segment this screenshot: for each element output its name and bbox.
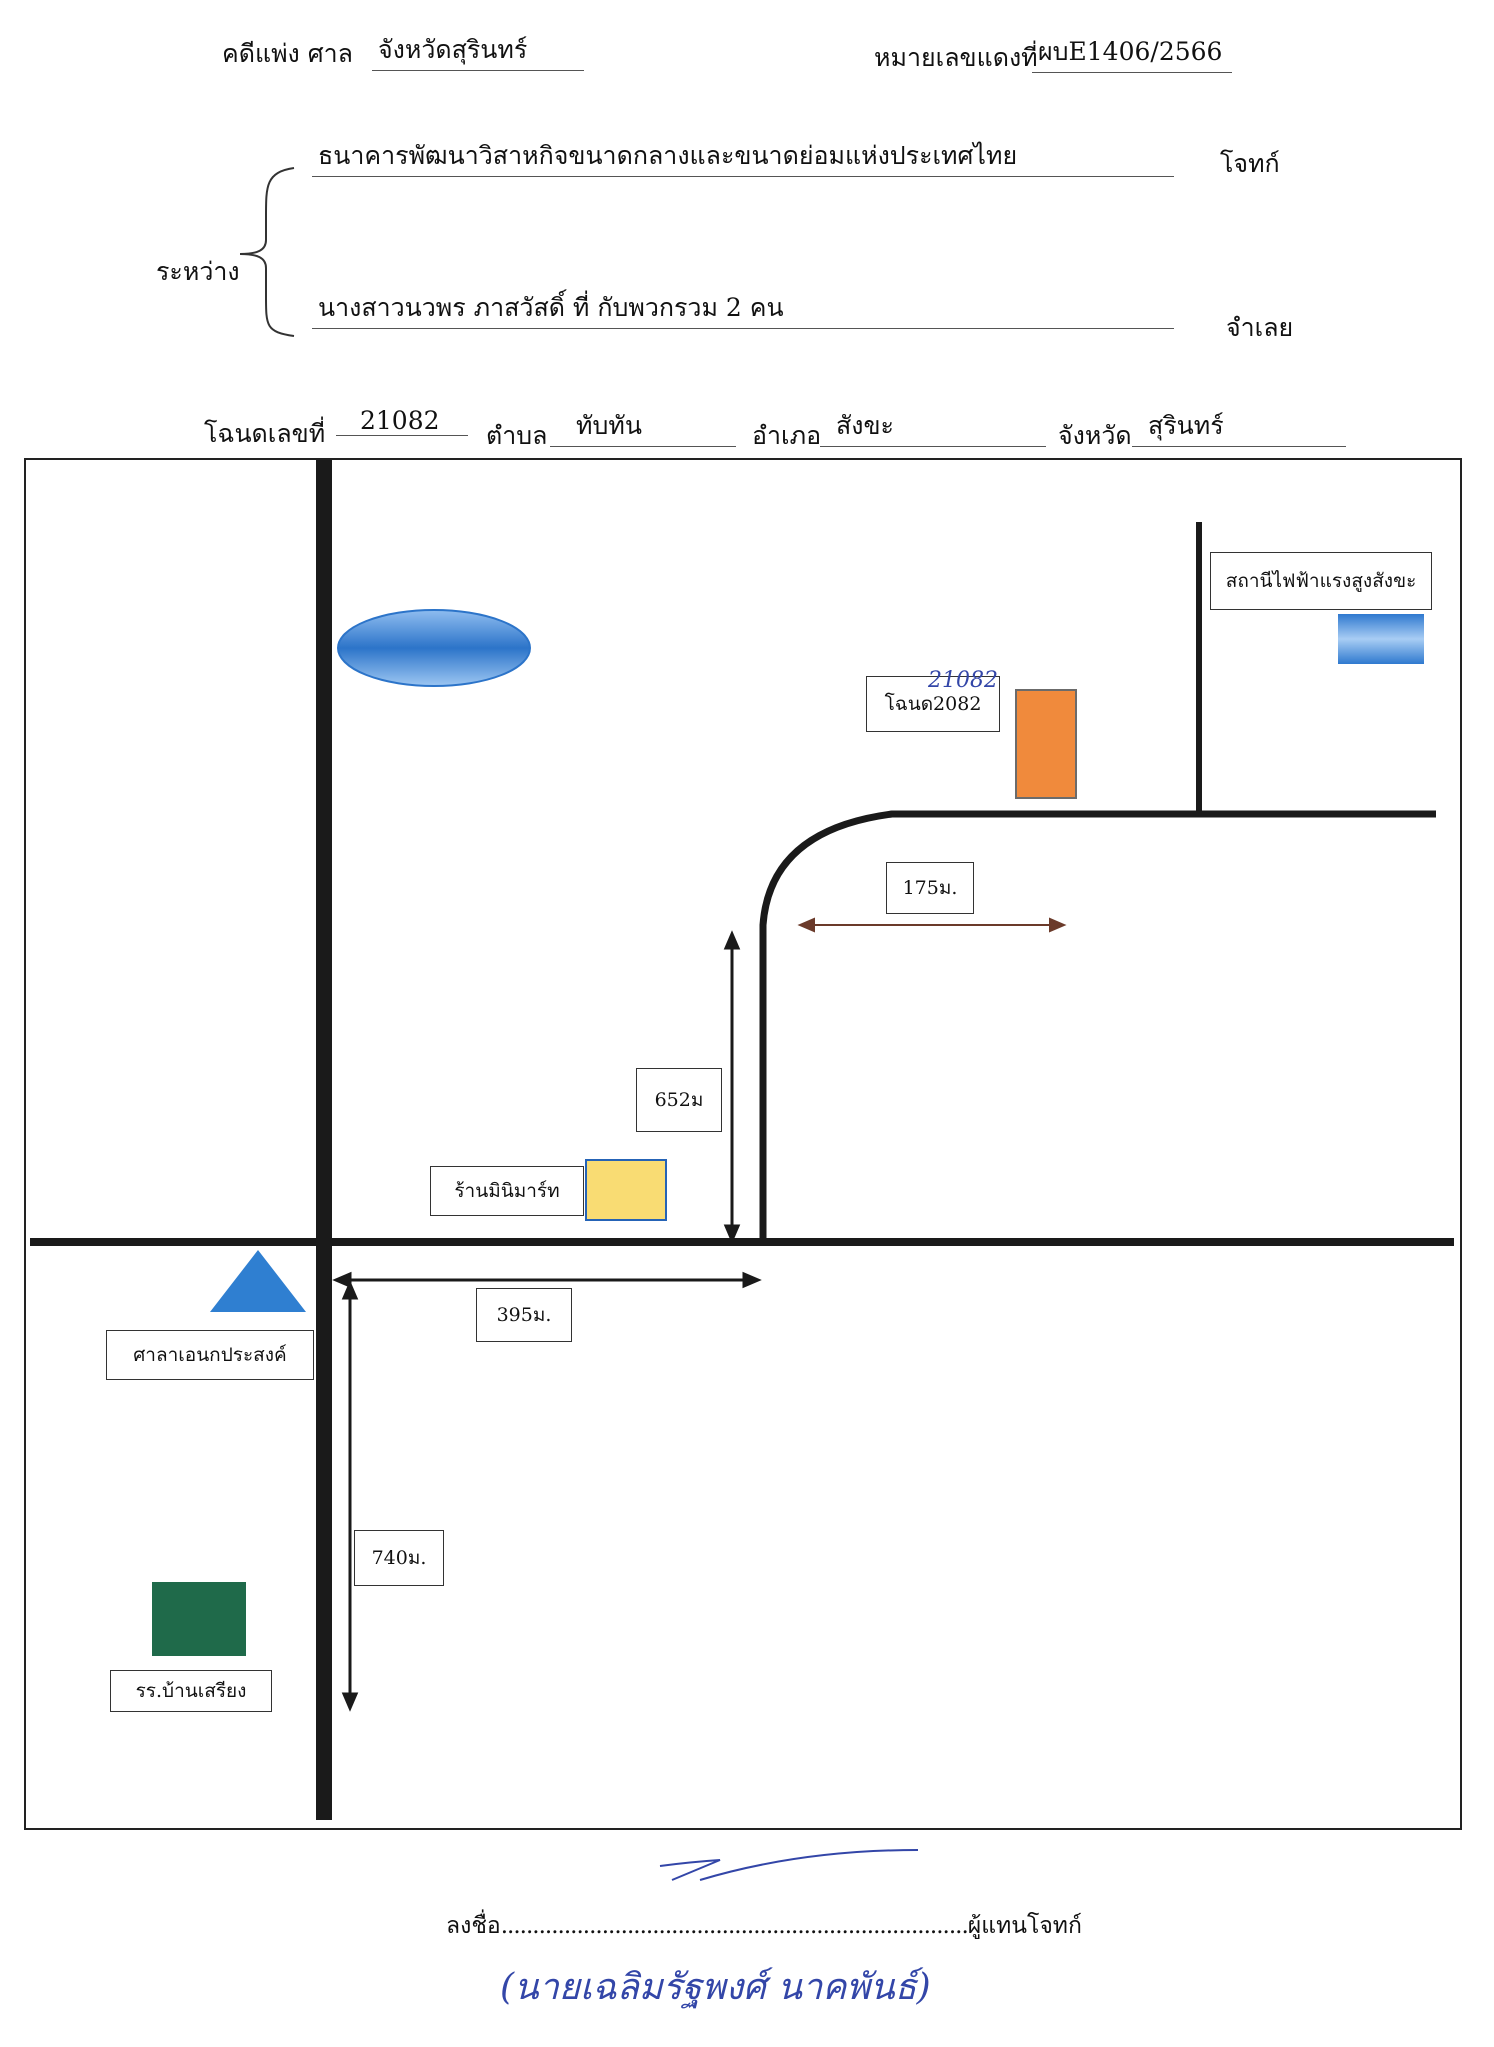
sign-label: ลงชื่อ..................................… (446, 1908, 1082, 1944)
sala-label: ศาลาเอนกประสงค์ (106, 1330, 314, 1380)
defendant-role: จำเลย (1226, 313, 1294, 342)
school-label: รร.บ้านเสรียง (110, 1670, 272, 1712)
distance-652-label: 652ม (636, 1068, 722, 1132)
plaintiff-name: ธนาคารพัฒนาวิสาหกิจขนาดกลางและขนาดย่อมแห… (312, 136, 1174, 177)
school-icon (152, 1582, 246, 1656)
plot-marker (1015, 689, 1077, 799)
plaintiff-role: โจทก์ (1220, 149, 1280, 178)
between-brace (239, 167, 295, 337)
deed-label: โฉนดเลขที่ (204, 419, 326, 448)
deed-box-text: โฉนด2082 (884, 693, 982, 715)
pond-icon (337, 609, 531, 687)
mart-label: ร้านมินิมาร์ท (430, 1166, 584, 1216)
case-type-label: คดีแพ่ง ศาล (222, 39, 353, 68)
between-label: ระหว่าง (156, 257, 240, 286)
deed-handwritten-number: 21082 (928, 668, 998, 693)
main-vertical-road (316, 460, 332, 1820)
distance-740-label: 740ม. (354, 1530, 444, 1586)
district: สังขะ (820, 406, 1046, 447)
side-road (759, 810, 1436, 1246)
court-name: จังหวัดสุรินทร์ (372, 30, 584, 71)
sign-role: ผู้แทนโจทก์ (967, 1913, 1082, 1939)
distance-175-label: 175ม. (886, 862, 974, 914)
mart-marker (585, 1159, 667, 1221)
signer-handwritten-name: (นายเฉลิมรัฐพงศ์ นาคพันธ์) (500, 1967, 931, 2008)
substation-icon (1338, 614, 1424, 664)
substation-road (1196, 522, 1202, 814)
province-label: จังหวัด (1058, 421, 1132, 450)
map-frame (24, 458, 1462, 1830)
defendant-name: นางสาวนวพร ภาสวัสดิ์ ที่ กับพวกรวม 2 คน (312, 288, 1174, 329)
distance-395-label: 395ม. (476, 1288, 572, 1342)
sala-icon (210, 1250, 306, 1312)
red-number: ผบE1406/2566 (1032, 32, 1232, 73)
deed-box-label: โฉนด2082 (866, 676, 1000, 732)
red-number-label: หมายเลขแดงที่ (874, 43, 1038, 72)
subdistrict: ทับทัน (550, 406, 736, 447)
main-horizontal-road (30, 1238, 1454, 1246)
sign-label-text: ลงชื่อ (446, 1913, 501, 1939)
substation-label: สถานีไฟฟ้าแรงสูงสังขะ (1210, 552, 1432, 610)
district-label: อำเภอ (752, 421, 822, 450)
sign-dots: ........................................… (500, 1913, 969, 1939)
deed-number: 21082 (336, 406, 468, 436)
subdistrict-label: ตำบล (486, 421, 548, 450)
province: สุรินทร์ (1132, 406, 1346, 447)
signature-scribble (659, 1849, 919, 1881)
